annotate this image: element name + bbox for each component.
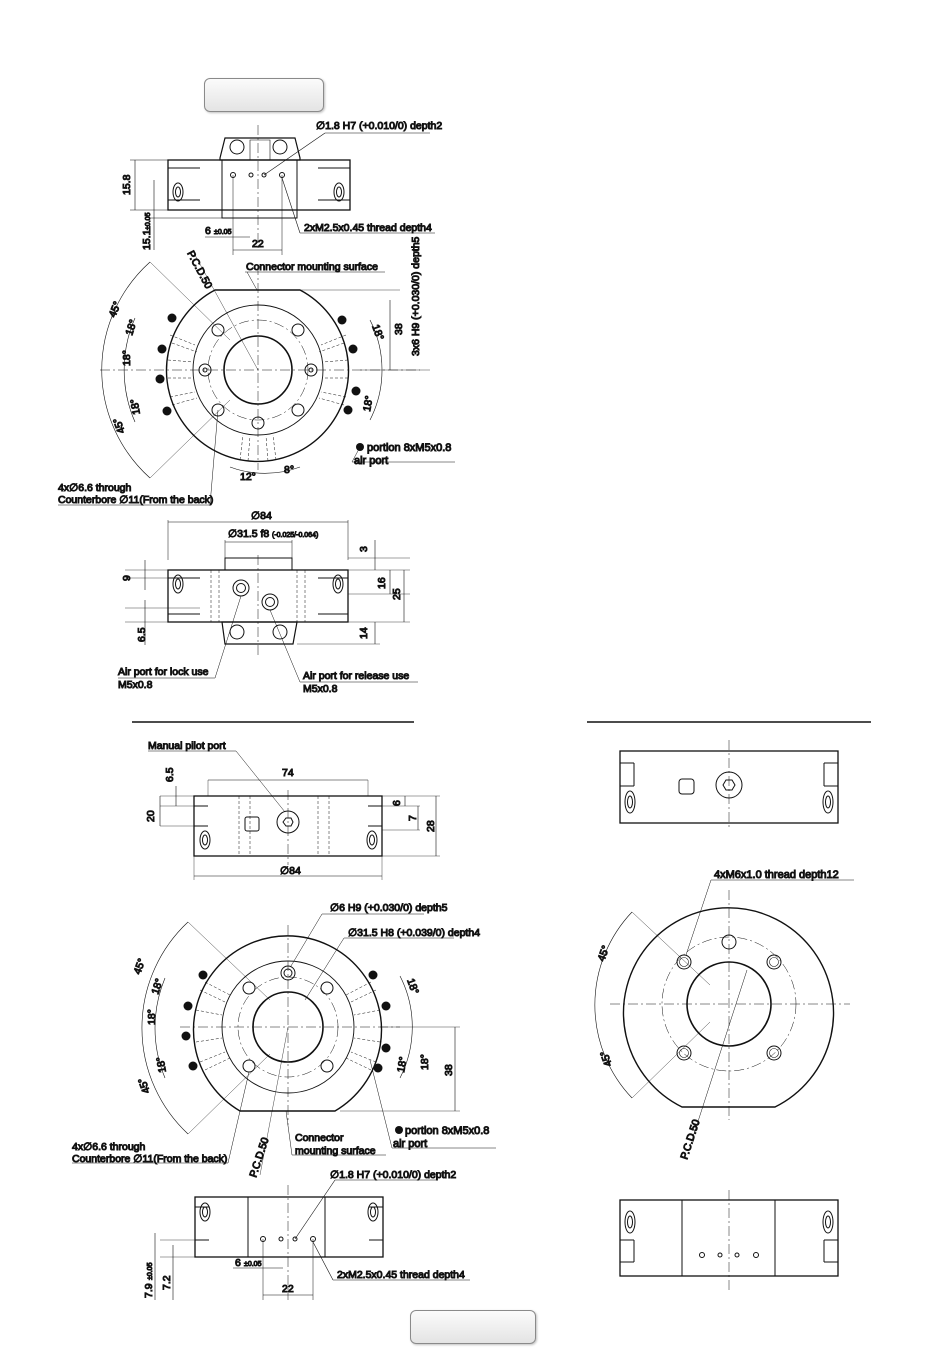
right-side-view [619,740,839,830]
dim-7-9: 7.9 [143,1283,155,1298]
pcd-bottom: P.C.D.50 [247,1136,271,1179]
callout-through-top-1: 4x∅6.6 through [58,482,132,494]
deg-18-b: 18° [121,350,133,366]
pcd-right: P.C.D.50 [678,1118,702,1161]
dim-6-top: 6 [205,225,211,237]
deg-45-a: 45° [107,300,124,319]
callout-through-top-2: Counterbore ∅11(From the back) [58,494,213,506]
deg-18-h: 18° [154,1056,169,1074]
right-plan-view [594,879,854,1141]
callout-release-port-2: M5x0.8 [303,683,338,695]
deg-18-f: 18° [149,977,165,996]
dim-f8-tol: (-0.025/-0.064) [272,532,318,539]
front-view [118,520,418,683]
dim-28: 28 [425,820,437,832]
right-bottom-view [619,1190,839,1290]
side-view-top [130,125,435,255]
callout-release-port-1: Air port for release use [303,670,409,682]
deg-12: 12° [240,471,256,483]
callout-air-port-top: portion 8xM5x0.8 [367,442,451,454]
dim-dia-84-b: ∅84 [280,865,301,877]
callout-manual-pilot: Manual pilot port [148,740,226,752]
callout-connector-bottom-2: mounting surface [295,1145,376,1157]
deg-18-c: 18° [128,398,143,416]
dim-6-top-tol: ±0.05 [214,229,232,236]
dim-38-top: 38 [393,323,405,335]
deg-18-e: 18° [361,395,376,413]
side-view-lower [148,750,440,880]
callout-pin-h9-top: 3x6 H9 (+0.030/0) depth5 [410,236,422,356]
deg-18-k: 18° [419,1054,431,1070]
callout-pin-hole-bottom: ∅1.8 H7 (+0.010/0) depth2 [330,1169,456,1181]
deg-45-c: 45° [132,957,149,976]
deg-45-d: 45° [136,1076,153,1095]
dim-74: 74 [282,767,294,779]
side-view-bottom [154,1179,470,1300]
plan-view-lower [72,913,496,1176]
footer-tab [410,1310,536,1344]
dim-9: 9 [121,575,133,581]
plan-view-top [58,254,455,506]
dim-25: 25 [391,588,403,600]
dim-7-2: 7.2 [161,1275,173,1290]
dim-15-1-tol: ±0.05 [145,212,152,230]
dim-7: 7 [407,815,419,821]
dim-16: 16 [376,577,388,589]
callout-lock-port-1: Air port for lock use [118,666,209,678]
callout-connector-top: Connector mounting surface [246,261,378,273]
dim-20: 20 [145,810,157,822]
callout-thread-top: 2xM2.5x0.45 thread depth4 [304,222,432,234]
dim-15-8: 15.8 [121,174,133,195]
deg-8: 8° [284,464,294,476]
dim-6-5-b: 6.5 [164,767,176,782]
dim-15-1: 15.1 [141,229,153,250]
deg-18-a: 18° [123,318,139,337]
callout-pin-h9-bottom: ∅6 H9 (+0.030/0) depth5 [330,902,448,914]
dim-22-top: 22 [252,238,264,250]
callout-air-port-top-2: air port [354,455,388,467]
callout-through-bottom-2: Counterbore ∅11(From the back) [72,1153,227,1165]
callout-pin-hole-top: ∅1.8 H7 (+0.010/0) depth2 [316,120,442,132]
callout-m6-thread: 4xM6x1.0 thread depth12 [714,869,839,881]
deg-18-g: 18° [146,1009,158,1025]
deg-45-b: 45° [111,416,128,435]
deg-18-i: 18° [404,977,421,996]
callout-air-port-bottom: portion 8xM5x0.8 [405,1125,489,1137]
dim-14: 14 [358,627,370,639]
callout-thread-bottom: 2xM2.5x0.45 thread depth4 [337,1269,465,1281]
dim-38-bottom: 38 [443,1064,455,1076]
dim-6-5: 6.5 [136,627,148,642]
dim-dia-84: ∅84 [251,510,272,522]
deg-18-j: 18° [395,1056,410,1074]
dim-6: 6 [391,800,403,806]
header-tab [204,78,324,112]
callout-air-port-bottom-2: air port [393,1138,427,1150]
dim-6-b: 6 [235,1257,241,1269]
dim-7-9-tol: ±0.05 [147,1262,154,1280]
callout-lock-port-2: M5x0.8 [118,679,153,691]
dim-6-b-tol: ±0.05 [244,1261,262,1268]
dim-22-b: 22 [282,1283,294,1295]
callout-connector-bottom-1: Connector [295,1132,344,1144]
pcd-top: P.C.D.50 [184,249,214,291]
deg-18-d: 18° [369,323,386,342]
deg-45-f: 45° [598,1049,615,1068]
dim-dia-31-5-f8: ∅31.5 f8 [228,528,269,540]
callout-through-bottom-1: 4x∅6.6 through [72,1141,146,1153]
callout-bore-h8: ∅31.5 H8 (+0.039/0) depth4 [348,927,480,939]
dim-3: 3 [358,546,370,552]
deg-45-e: 45° [596,944,613,963]
